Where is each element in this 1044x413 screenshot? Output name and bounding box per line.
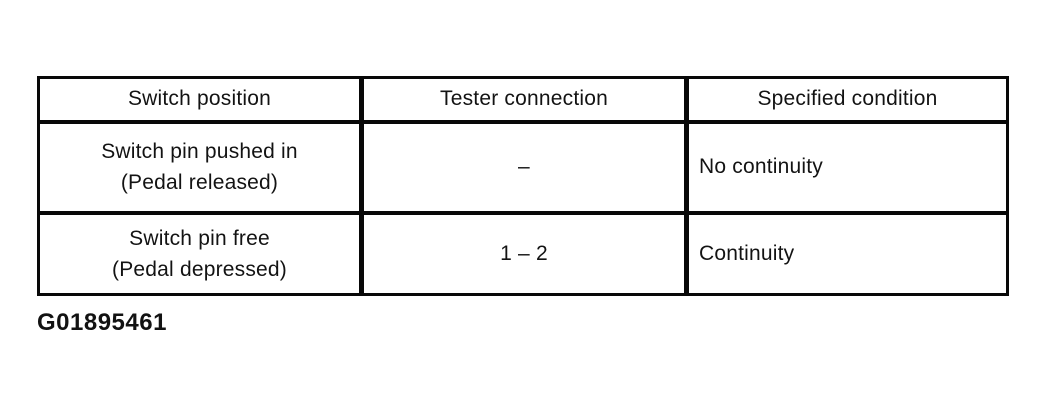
switch-position-line2: (Pedal depressed) (112, 257, 287, 281)
column-header-switch-position: Switch position (37, 76, 363, 124)
switch-position-line2: (Pedal released) (120, 171, 279, 194)
figure-id: G01895461 (37, 309, 167, 336)
column-header-tester-connection: Tester connection (359, 76, 688, 124)
switch-position-line1: Switch pin free (129, 226, 270, 250)
cell-switch-position: Switch pin pushed in (Pedal released) (37, 119, 363, 214)
switch-position-line1: Switch pin pushed in (101, 140, 298, 163)
header-row: Switch position Tester connection Specif… (37, 76, 1009, 124)
cell-specified-condition: No continuity (684, 119, 1009, 214)
switch-continuity-spec-table: Switch position Tester connection Specif… (37, 76, 1009, 296)
column-header-specified-condition: Specified condition (684, 76, 1009, 124)
cell-switch-position: Switch pin free (Pedal depressed) (37, 210, 363, 296)
cell-tester-connection: 1 – 2 (359, 210, 688, 296)
cell-specified-condition: Continuity (684, 210, 1009, 296)
table-row-pedal-depressed: Switch pin free (Pedal depressed) 1 – 2 … (37, 210, 1009, 296)
table-row-pedal-released: Switch pin pushed in (Pedal released) – … (37, 119, 1009, 214)
cell-tester-connection: – (359, 119, 688, 214)
